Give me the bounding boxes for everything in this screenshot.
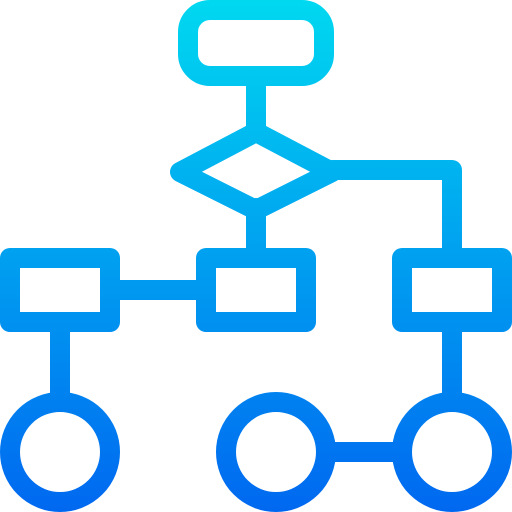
process-box-right xyxy=(392,248,512,332)
start-box xyxy=(178,0,334,86)
process-box-left xyxy=(0,248,120,332)
terminal-circle-right xyxy=(392,392,512,512)
terminal-circle-left xyxy=(0,392,120,512)
terminal-circle-center xyxy=(216,392,336,512)
connector-decision-to-right-process xyxy=(322,160,462,266)
decision-diamond xyxy=(170,122,342,220)
process-box-center xyxy=(196,248,316,332)
